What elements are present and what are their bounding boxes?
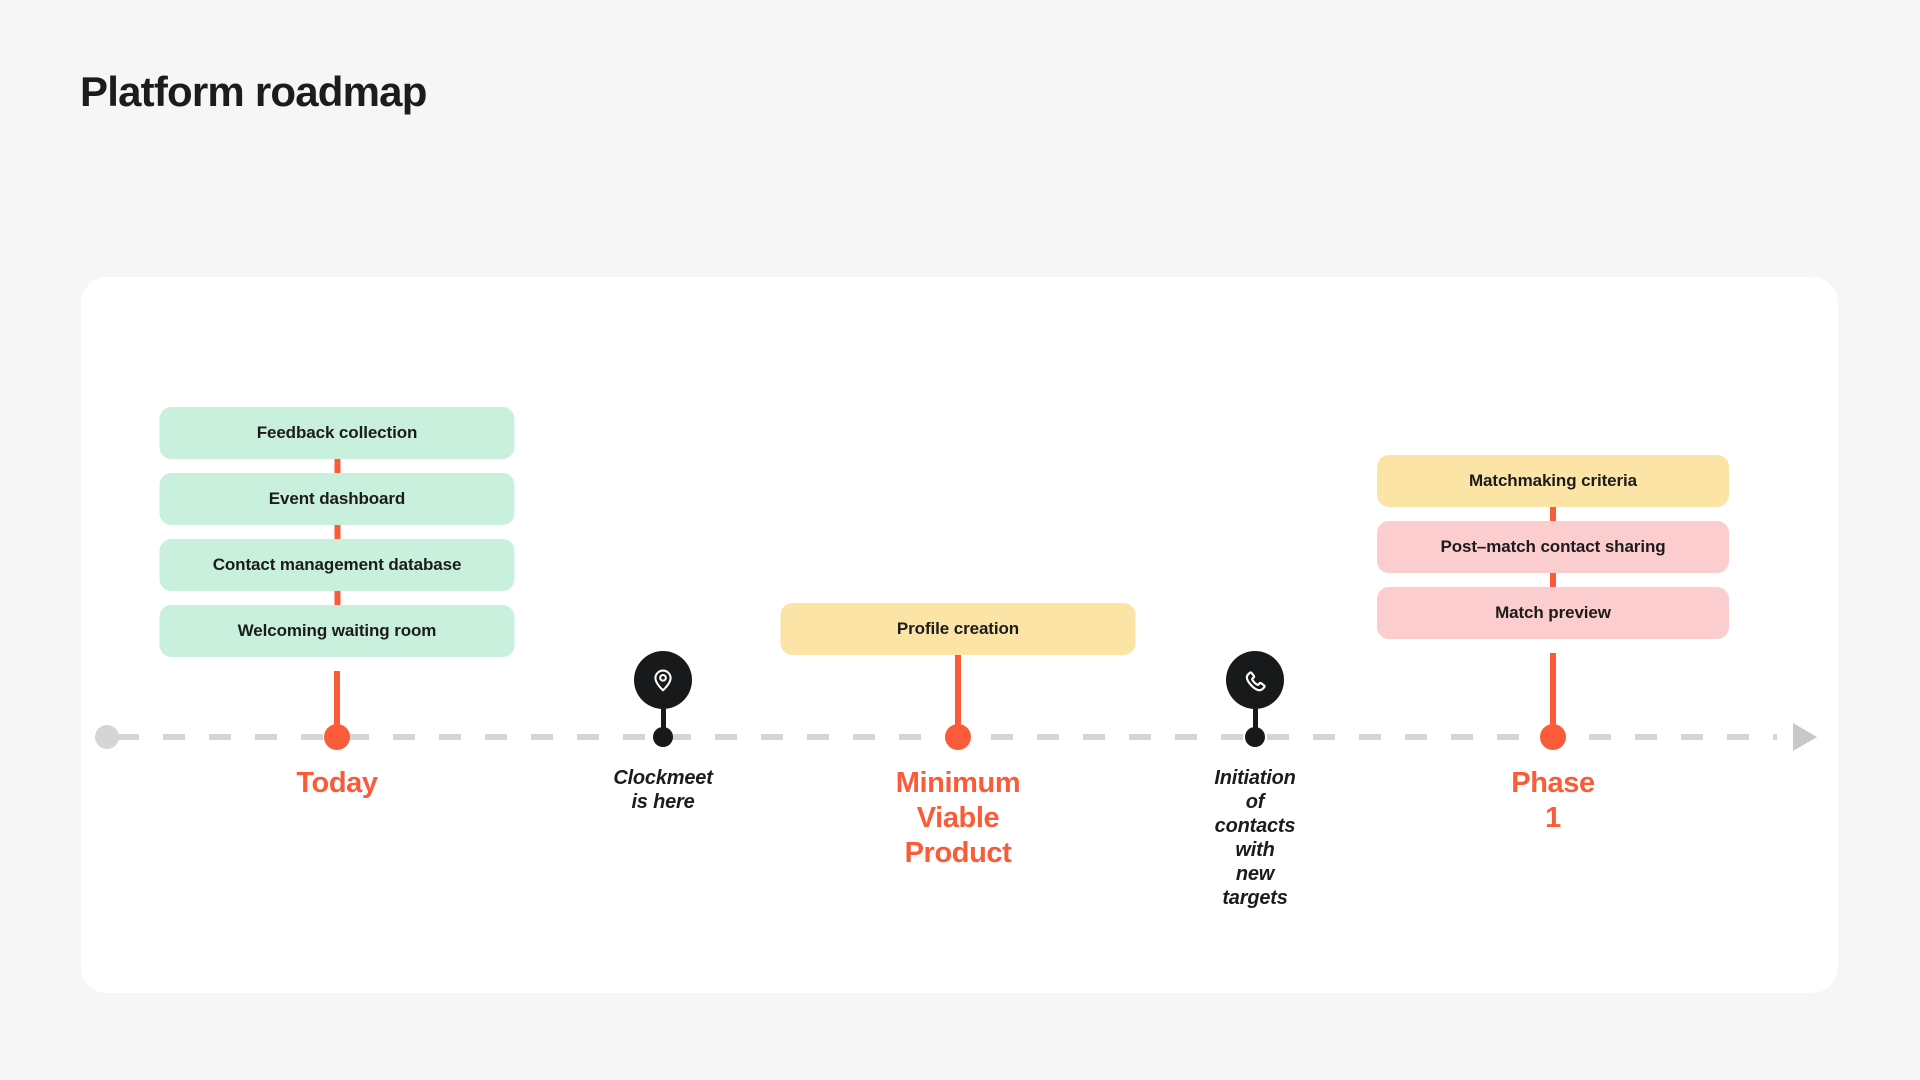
location-pin-badge[interactable] xyxy=(634,651,692,709)
milestone-label-clockmeet: Clockmeet is here xyxy=(613,767,713,813)
milestone-label-initiation-of-contacts: Initiation of contacts with new targets xyxy=(1214,767,1296,909)
milestone-label-mvp: Minimum Viable Product xyxy=(895,767,1021,869)
connector-nub xyxy=(334,525,340,539)
card-contact-management-database[interactable]: Contact management database xyxy=(159,539,515,591)
milestone-label-today: Today xyxy=(296,767,378,799)
connector-nub xyxy=(334,591,340,605)
connector-nub xyxy=(1550,573,1556,587)
card-stack-mvp: Profile creation xyxy=(780,603,1136,655)
card-event-dashboard[interactable]: Event dashboard xyxy=(159,473,515,525)
phone-badge[interactable] xyxy=(1226,651,1284,709)
card-post-match-contact-sharing[interactable]: Post–match contact sharing xyxy=(1377,521,1729,573)
milestone-dot[interactable] xyxy=(1245,727,1265,747)
connector-nub xyxy=(334,459,340,473)
card-match-preview[interactable]: Match preview xyxy=(1377,587,1729,639)
milestone-stem xyxy=(1252,709,1258,733)
connector-nub xyxy=(1550,507,1556,521)
card-welcoming-waiting-room[interactable]: Welcoming waiting room xyxy=(159,605,515,657)
card-stack-phase-1: Matchmaking criteria Post–match contact … xyxy=(1377,455,1729,639)
milestone-stem xyxy=(660,709,666,733)
phone-icon xyxy=(1242,667,1268,693)
milestone-dot[interactable] xyxy=(324,724,350,750)
card-profile-creation[interactable]: Profile creation xyxy=(780,603,1136,655)
card-matchmaking-criteria[interactable]: Matchmaking criteria xyxy=(1377,455,1729,507)
milestone-dot[interactable] xyxy=(945,724,971,750)
location-pin-icon xyxy=(650,667,676,693)
milestone-stem xyxy=(955,655,961,735)
milestone-stem xyxy=(334,671,340,735)
milestone-dot[interactable] xyxy=(1540,724,1566,750)
timeline-arrow-icon xyxy=(1793,723,1817,751)
page-title: Platform roadmap xyxy=(80,68,427,115)
milestone-dot[interactable] xyxy=(653,727,673,747)
timeline-start-dot xyxy=(95,725,119,749)
milestone-label-phase-1: Phase 1 xyxy=(1511,767,1595,834)
card-stack-today: Feedback collection Event dashboard Cont… xyxy=(159,407,515,657)
card-feedback-collection[interactable]: Feedback collection xyxy=(159,407,515,459)
milestone-stem xyxy=(1550,653,1556,735)
